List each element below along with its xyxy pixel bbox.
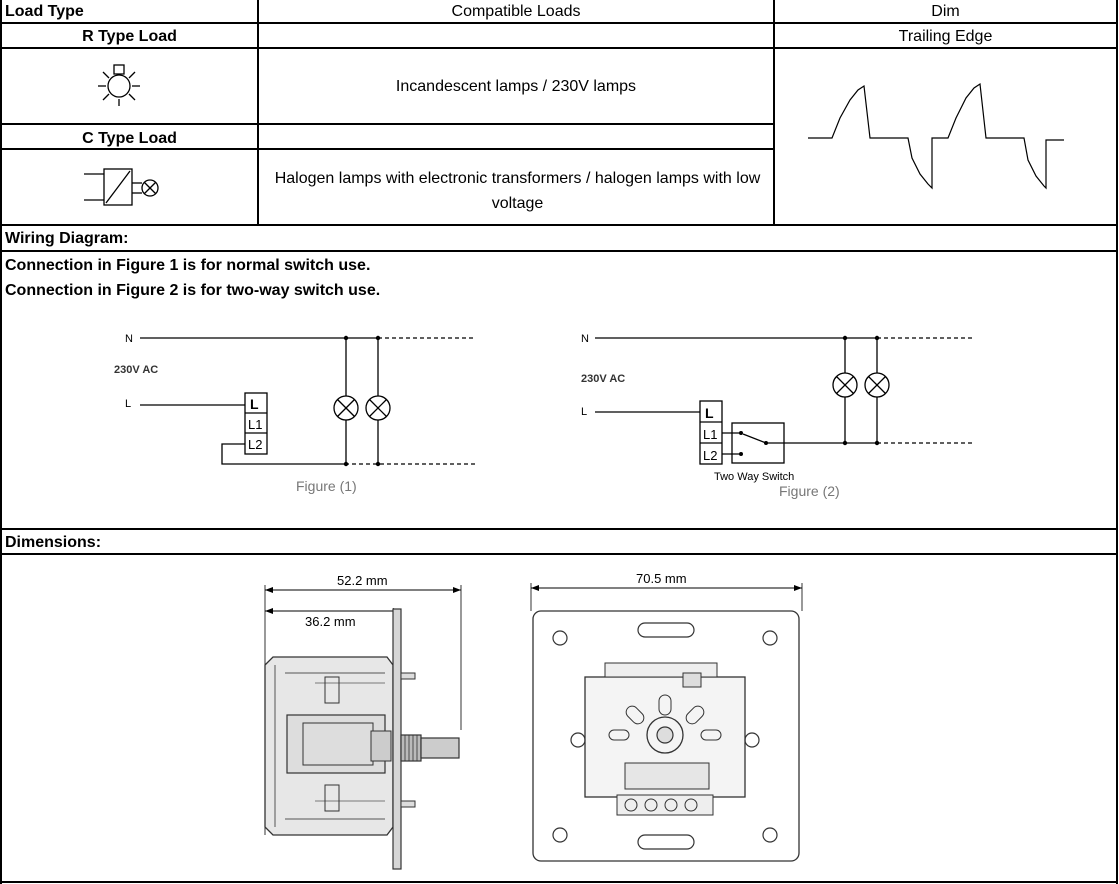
fig2-n-label: N — [581, 333, 589, 345]
grid-line — [0, 881, 1118, 883]
border-right — [1116, 0, 1118, 884]
fig1-supply-label: 230V AC — [114, 364, 158, 376]
fig1-terminal-l: L — [250, 396, 259, 412]
front-width-dimension: 70.5 mm — [636, 571, 687, 586]
dimensions-title: Dimensions: — [5, 534, 102, 551]
fig1-caption: Figure (1) — [296, 478, 357, 494]
wiring-note-1: Connection in Figure 1 is for normal swi… — [5, 257, 371, 274]
trailing-edge-waveform-icon — [808, 82, 1064, 190]
wiring-note-2: Connection in Figure 2 is for two-way sw… — [5, 282, 381, 299]
fig1-l-label: L — [125, 398, 131, 410]
wiring-figure-1: N 230V AC L L L1 L2 Figure (1) — [114, 333, 476, 494]
grid-line — [0, 528, 1118, 530]
electronic-transformer-lamp-icon — [84, 168, 159, 206]
fig1-lamp-2-icon — [365, 395, 391, 421]
dimmer-side-view: 52.2 mm 36.2 mm — [264, 573, 462, 870]
c-type-title: C Type Load — [82, 130, 177, 147]
side-depth-dimension: 36.2 mm — [305, 614, 356, 629]
two-way-switch-icon — [722, 422, 785, 464]
grid-line — [0, 250, 1118, 252]
side-total-dimension: 52.2 mm — [337, 573, 388, 588]
fig2-l-label: L — [581, 406, 587, 418]
two-way-switch-label: Two Way Switch — [714, 471, 794, 483]
header-dim: Dim — [931, 3, 960, 20]
fig1-terminal-l1: L1 — [248, 417, 262, 432]
wiring-figure-2: N 230V AC L L L1 L2 — [581, 333, 975, 499]
r-type-loads: Incandescent lamps / 230V lamps — [395, 78, 637, 95]
fig2-terminal-l2: L2 — [703, 448, 717, 463]
fig2-caption: Figure (2) — [779, 483, 840, 499]
r-type-title: R Type Load — [82, 28, 177, 45]
fig1-terminal-l2: L2 — [248, 437, 262, 452]
grid-line — [773, 0, 775, 225]
grid-line — [0, 553, 1118, 555]
fig1-n-label: N — [125, 333, 133, 345]
grid-line — [0, 148, 775, 150]
grid-line — [0, 224, 1118, 226]
fig2-terminal-l: L — [705, 405, 714, 421]
dim-value: Trailing Edge — [898, 28, 993, 45]
grid-line — [0, 22, 1118, 24]
fig1-lamp-1-icon — [333, 395, 359, 421]
wiring-title: Wiring Diagram: — [5, 230, 129, 247]
grid-line — [0, 47, 1118, 49]
grid-line — [257, 0, 259, 225]
border-left — [0, 0, 2, 884]
c-type-loads: Halogen lamps with electronic transforme… — [274, 170, 761, 212]
header-compatible-loads: Compatible Loads — [451, 3, 581, 20]
dimmer-front-view: 70.5 mm — [530, 571, 803, 862]
header-load-type: Load Type — [5, 3, 84, 20]
grid-line — [0, 123, 775, 125]
incandescent-lamp-icon — [98, 64, 140, 106]
fig2-lamp-2-icon — [864, 372, 890, 398]
fig2-lamp-1-icon — [832, 372, 858, 398]
fig2-supply-label: 230V AC — [581, 373, 625, 385]
fig2-terminal-l1: L1 — [703, 427, 717, 442]
